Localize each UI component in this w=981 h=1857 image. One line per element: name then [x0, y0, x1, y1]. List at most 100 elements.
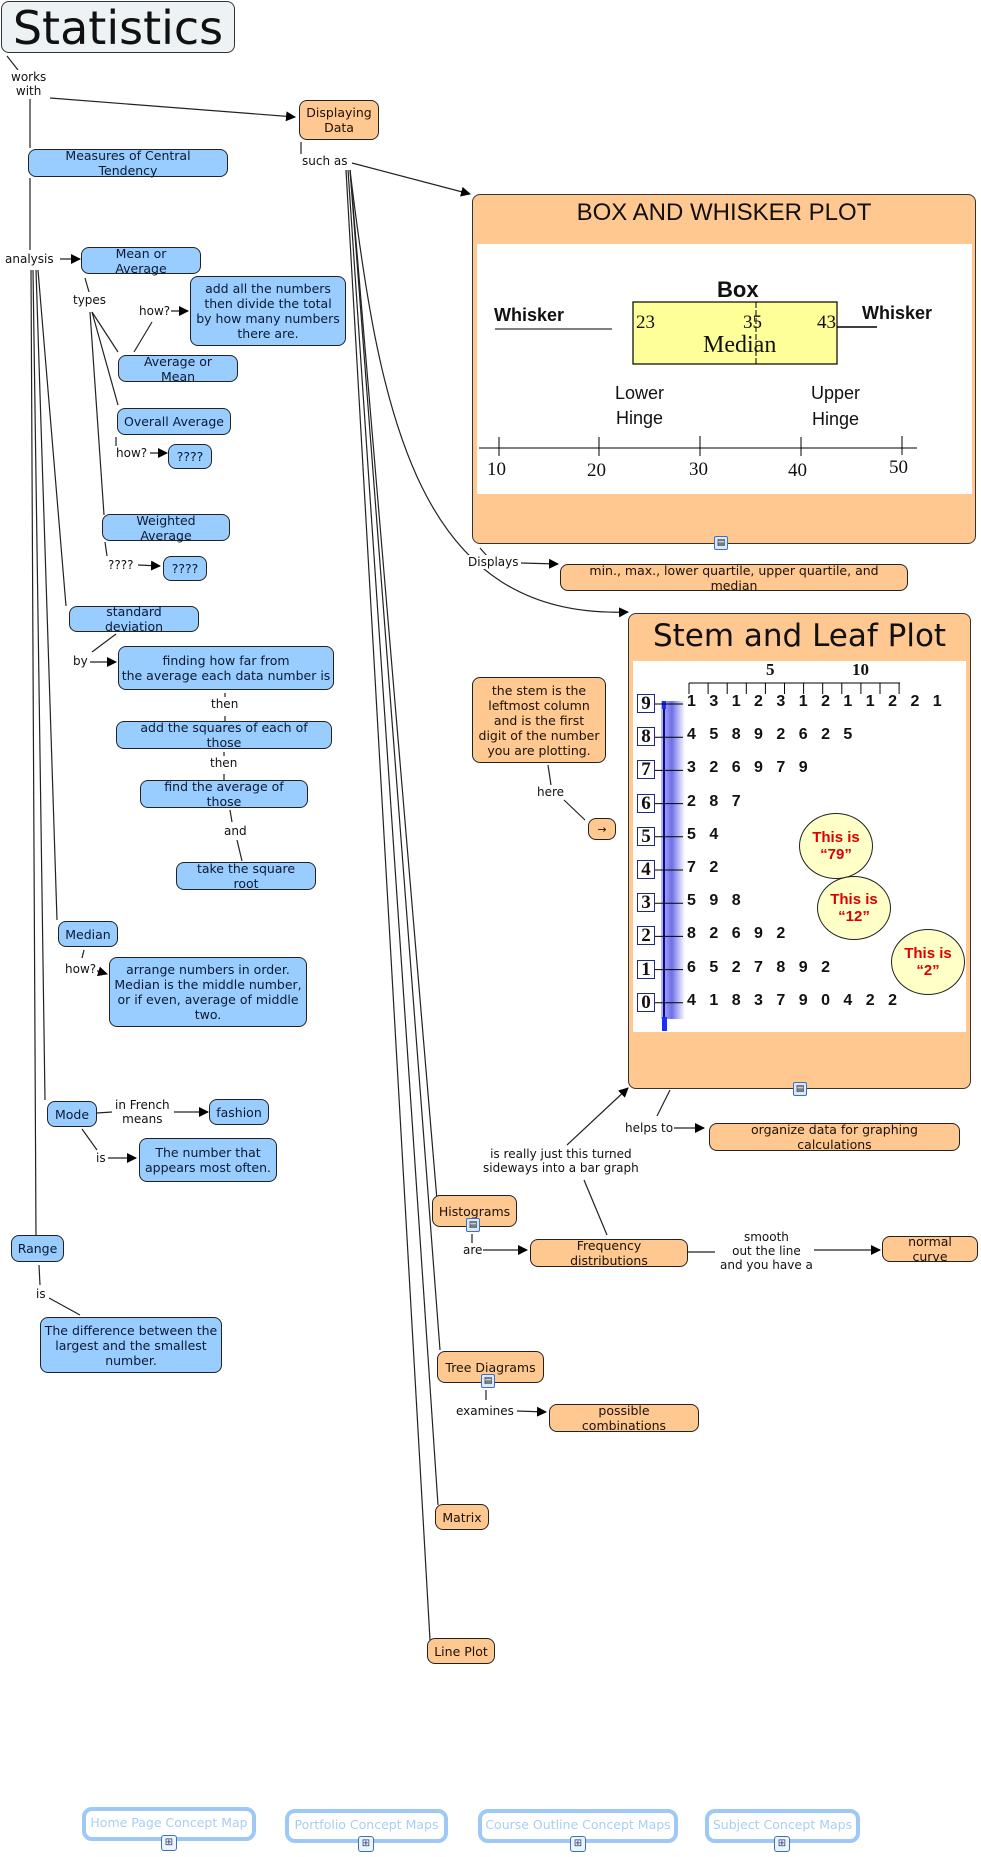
node-median-definition[interactable]: arrange numbers in order. Median is the … [109, 957, 307, 1027]
concept-map-icon[interactable]: ⊞ [358, 1836, 374, 1852]
link-works-with: works with [10, 70, 48, 98]
box-plot-image: Box Whisker Whisker 23 35 43 Median Lowe… [477, 244, 972, 494]
whisker-left-label: Whisker [494, 305, 565, 325]
leaves-row-5: 5 4 [687, 825, 723, 843]
stem-9: 9 [637, 694, 655, 713]
tick-label-50: 50 [889, 457, 908, 478]
median-label: Median [703, 332, 777, 358]
link-such-as: such as [301, 154, 349, 168]
link-smooth: smooth out the line and you have a [719, 1230, 814, 1272]
footer-label: Portfolio Concept Maps [294, 1817, 439, 1832]
node-standard-deviation[interactable]: standard deviation [69, 604, 199, 634]
node-square-root[interactable]: take the square root [176, 861, 316, 891]
callout-79: This is “79” [799, 813, 873, 879]
stem-4: 4 [637, 860, 655, 879]
link-here: here [536, 785, 566, 799]
node-box-whisker-plot[interactable]: BOX AND WHISKER PLOT Box Whisker Whisker… [472, 194, 976, 544]
link-helps-to: helps to [624, 1121, 675, 1135]
stem-8: 8 [637, 727, 655, 747]
concept-map-icon[interactable]: ⊞ [161, 1835, 177, 1851]
node-possible-combinations[interactable]: possible combinations [549, 1403, 699, 1433]
box-rect [632, 301, 838, 365]
node-frequency-distributions[interactable]: Frequency distributions [530, 1238, 688, 1268]
node-overall-unknown[interactable]: ???? [168, 444, 212, 469]
stem-1: 1 [637, 959, 655, 979]
scale-label-5: 5 [766, 660, 775, 679]
node-organize-data[interactable]: organize data for graphing calculations [709, 1122, 960, 1152]
concept-map-icon[interactable]: ⊞ [570, 1836, 586, 1852]
node-range[interactable]: Range [11, 1235, 64, 1262]
node-finding-how-far[interactable]: finding how far from the average each da… [118, 646, 334, 690]
node-range-definition[interactable]: The difference between the largest and t… [40, 1317, 222, 1373]
box-plot-title: BOX AND WHISKER PLOT [576, 199, 872, 226]
link-displays: Displays [467, 555, 520, 569]
node-add-squares[interactable]: add the squares of each of those [116, 720, 332, 750]
link-mode-is: is [95, 1151, 107, 1165]
leaves-row-7: 3 2 6 9 7 9 [687, 759, 813, 777]
scale-label-10: 10 [852, 660, 869, 679]
concept-map-icon[interactable]: ⊞ [774, 1836, 790, 1852]
leaves-row-8: 4 5 8 9 2 6 2 5 [687, 726, 857, 744]
callout-2: This is “2” [891, 929, 965, 995]
leaves-row-4: 7 2 [687, 859, 723, 876]
link-analysis: analysis [4, 252, 55, 266]
resource-icon[interactable]: ▤ [481, 1374, 495, 1388]
node-arrow[interactable]: → [588, 818, 616, 840]
node-weighted-unknown[interactable]: ???? [163, 556, 207, 581]
link-examines: examines [455, 1404, 515, 1418]
tick-label-40: 40 [788, 460, 807, 481]
axis-ticks [498, 436, 903, 456]
footer-label: Home Page Concept Map [90, 1815, 248, 1830]
leaves-row-2: 8 2 6 9 2 [687, 925, 790, 943]
link-are: are [462, 1243, 484, 1257]
node-normal-curve[interactable]: normal curve [882, 1234, 978, 1264]
footer-label: Course Outline Concept Maps [485, 1817, 671, 1832]
node-displaying-data[interactable]: Displaying Data [299, 100, 379, 140]
node-weighted-average[interactable]: Weighted Average [102, 513, 230, 543]
node-line-plot[interactable]: Line Plot [427, 1638, 495, 1664]
link-in-french-means: in French means [114, 1098, 171, 1126]
node-measures-central-tendency[interactable]: Measures of Central Tendency [28, 148, 228, 178]
callout-12: This is “12” [817, 876, 891, 940]
node-box-displays[interactable]: min., max., lower quartile, upper quarti… [560, 563, 908, 593]
tick-label-20: 20 [587, 460, 606, 481]
leaves-row-9: 1 3 1 2 3 1 2 1 1 2 2 1 [687, 693, 947, 710]
link-then-2: then [209, 756, 239, 770]
node-stem-note[interactable]: the stem is the leftmost column and is t… [472, 677, 606, 763]
link-how-overall: how? [115, 446, 149, 460]
node-mode[interactable]: Mode [47, 1101, 97, 1127]
node-find-average[interactable]: find the average of those [140, 779, 308, 809]
resource-icon[interactable]: ▤ [793, 1082, 807, 1096]
q3-value: 43 [817, 312, 836, 333]
resource-icon[interactable]: ▤ [466, 1218, 480, 1232]
leaves-row-6: 2 8 7 [687, 792, 746, 810]
link-range-is: is [35, 1287, 47, 1301]
node-mode-definition[interactable]: The number that appears most often. [139, 1138, 277, 1182]
stem-2: 2 [637, 926, 655, 946]
leaves-row-1: 6 5 2 7 8 9 2 [687, 958, 835, 976]
node-matrix[interactable]: Matrix [435, 1504, 489, 1530]
box-label: Box [717, 277, 759, 302]
whisker-right-label: Whisker [862, 303, 933, 323]
node-fashion[interactable]: fashion [209, 1099, 269, 1125]
leaves-row-3: 5 9 8 [687, 892, 746, 910]
link-then-1: then [210, 697, 240, 711]
node-add-all-numbers[interactable]: add all the numbers then divide the tota… [190, 276, 346, 346]
link-and: and [223, 824, 248, 838]
upper-hinge-label: Upper Hinge [811, 383, 861, 429]
map-title: Statistics [1, 1, 235, 54]
node-overall-average[interactable]: Overall Average [117, 408, 231, 435]
node-mean-or-average[interactable]: Mean or Average [81, 246, 201, 276]
lower-hinge-label: Lower Hinge [615, 383, 665, 428]
node-average-or-mean[interactable]: Average or Mean [118, 354, 238, 384]
tick-label-10: 10 [487, 459, 506, 480]
leaves-row-0: 4 1 8 3 7 9 0 4 2 2 [687, 991, 902, 1009]
link-turned-sideways: is really just this turned sideways into… [482, 1147, 640, 1175]
stem-leaf-title: Stem and Leaf Plot [652, 618, 947, 654]
link-how-median: how? [64, 962, 98, 976]
resource-icon[interactable]: ▤ [714, 536, 728, 550]
stem-0: 0 [637, 992, 655, 1012]
node-median[interactable]: Median [58, 921, 118, 947]
